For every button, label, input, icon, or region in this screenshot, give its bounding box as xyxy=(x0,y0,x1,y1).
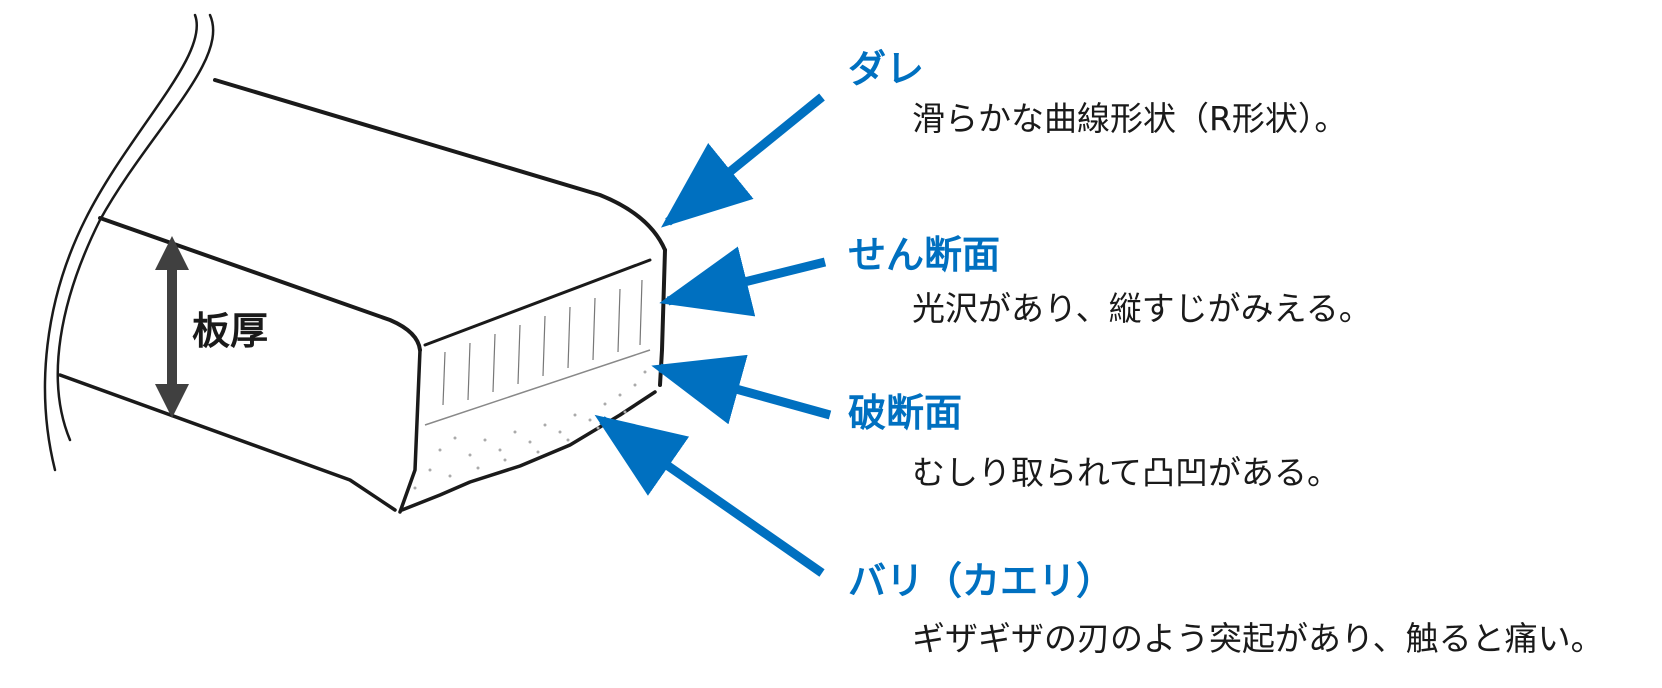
term-dare: ダレ xyxy=(848,47,925,91)
fracture-zone-texture xyxy=(413,370,647,490)
arrow-dare xyxy=(661,93,825,228)
desc-dare: 滑らかな曲線形状（R形状）。 xyxy=(912,99,1348,138)
fracture-boundary xyxy=(424,349,651,426)
desc-fracture-surface: むしり取られて凸凹がある。 xyxy=(912,453,1341,492)
term-shear-surface: せん断面 xyxy=(848,233,1001,277)
thickness-label: 板厚 xyxy=(192,309,269,353)
arrow-fracture xyxy=(651,354,832,425)
thickness-arrow xyxy=(155,236,189,418)
arrow-shear xyxy=(659,246,827,317)
sheet-outline xyxy=(43,13,667,514)
leader-arrows xyxy=(594,93,832,577)
arrow-burr xyxy=(594,414,825,577)
term-fracture-surface: 破断面 xyxy=(848,391,963,435)
term-burr: バリ（カエリ） xyxy=(848,559,1115,603)
desc-shear-surface: 光沢があり、縦すじがみえる。 xyxy=(912,289,1372,328)
shear-zone-streaks xyxy=(442,279,643,406)
desc-burr: ギザギザの刃のよう突起があり、触ると痛い。 xyxy=(912,619,1604,658)
